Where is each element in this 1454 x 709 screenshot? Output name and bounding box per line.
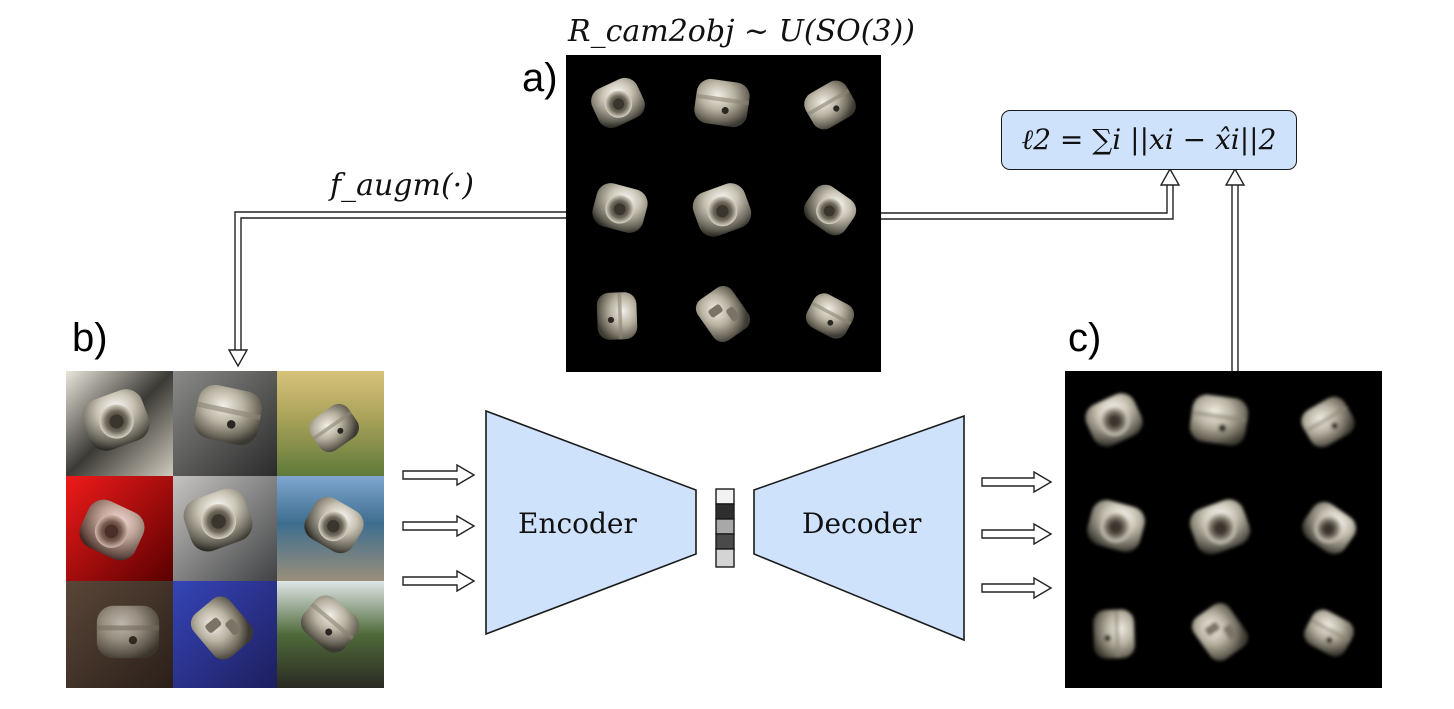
panel-b-image-grid [66,371,384,688]
panel-a-image-grid [566,55,881,372]
reconstruction-to-loss-connector [1224,167,1246,371]
input-arrow-2 [402,514,476,538]
augmentation-function-label: f_augm(·) [330,168,474,203]
latent-code [715,488,735,568]
output-arrow-1 [981,470,1053,494]
input-arrows [402,463,476,593]
panel-c-label: c) [1068,316,1102,360]
decoder-label: Decoder [802,507,922,540]
rotation-sampling-formula: R_cam2obj ~ U(SO(3)) [568,14,915,49]
panel-a-label: a) [522,56,558,100]
output-arrow-2 [981,522,1053,546]
input-arrow-3 [402,569,476,593]
loss-box: ℓ2 = ∑i ||xi − x̂i||2 [1001,110,1297,170]
input-arrow-1 [402,463,476,487]
panel-c-image-grid [1065,371,1382,688]
loss-formula: ℓ2 = ∑i ||xi − x̂i||2 [1021,123,1277,156]
decoder-block [753,414,965,642]
output-arrow-3 [981,576,1053,600]
target-to-loss-connector [881,167,1181,220]
augmentation-connector [227,211,566,368]
panel-b-label: b) [72,316,108,360]
output-arrows [981,470,1053,600]
encoder-label: Encoder [518,507,637,540]
encoder-block [485,409,697,636]
